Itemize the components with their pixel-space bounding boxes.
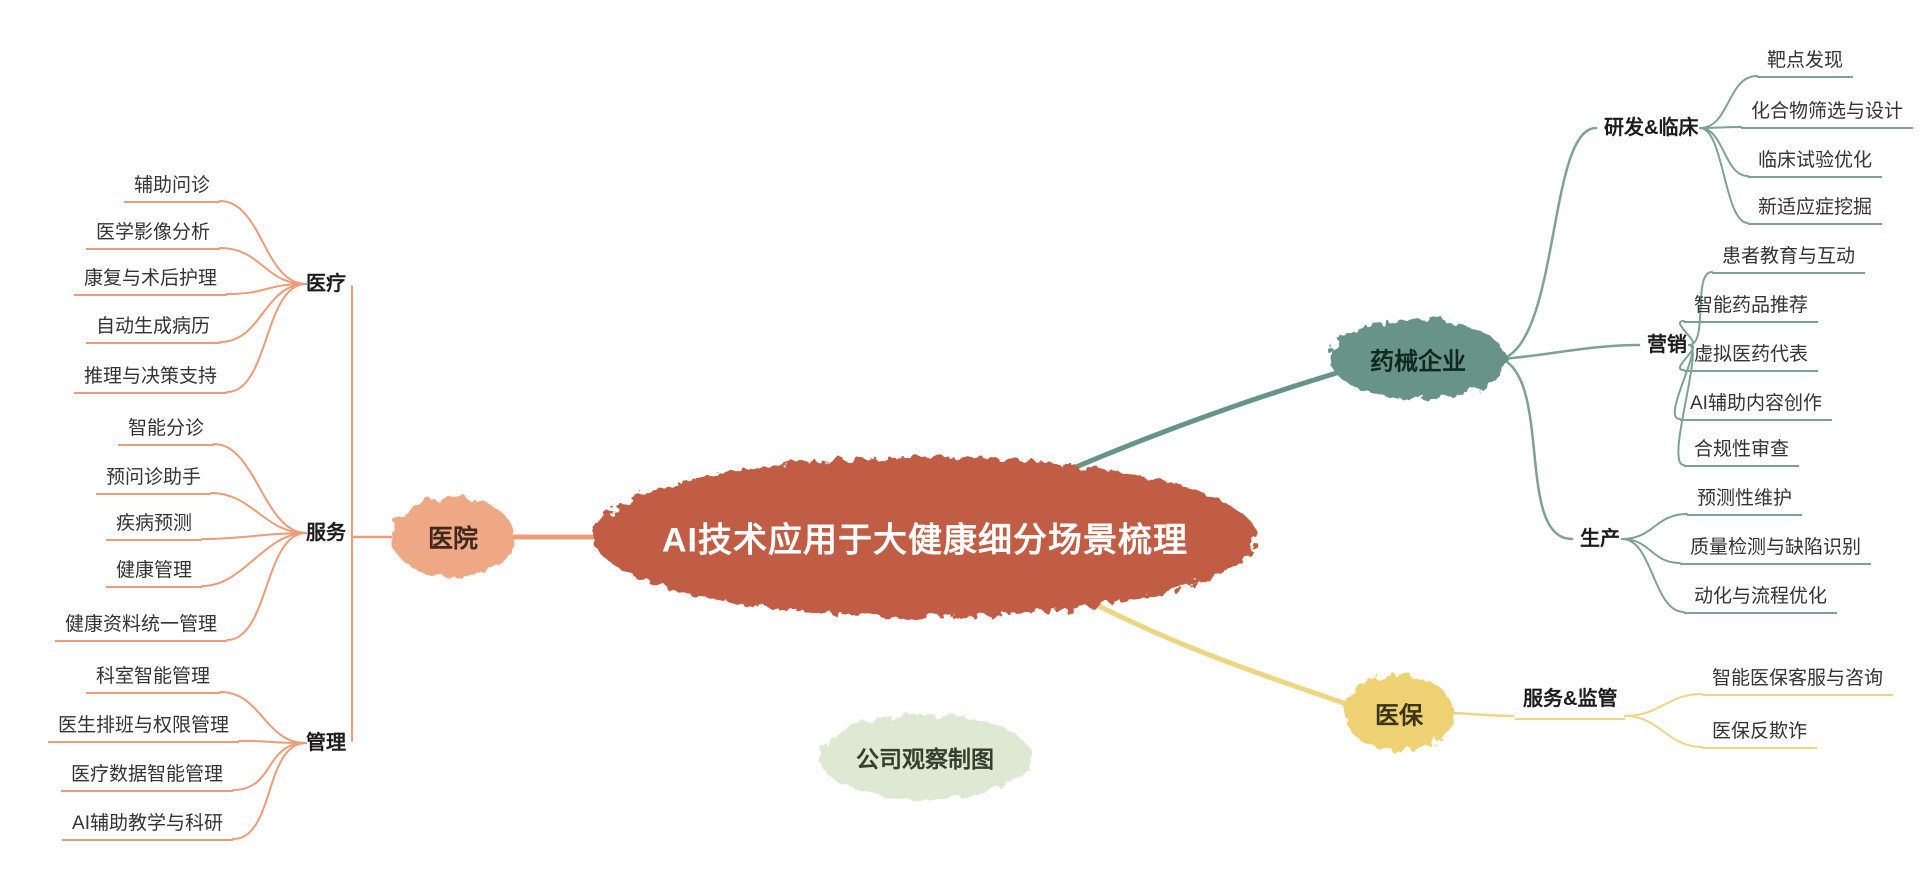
- topic-item: AI辅助内容创作: [1680, 392, 1832, 421]
- central-topic-title: AI技术应用于大健康细分场景梳理: [662, 521, 1188, 560]
- topic-item: 患者教育与互动: [1712, 245, 1866, 274]
- topic-item: 推理与决策支持: [73, 365, 227, 394]
- group-production-label: 生产: [1580, 528, 1620, 550]
- main-branch-connectors: [507, 369, 1355, 709]
- branch-hospital-label: 医院: [427, 525, 479, 553]
- topic-item: 智能药品推荐: [1684, 294, 1819, 323]
- topic-item: 健康管理: [105, 559, 202, 588]
- topic-item: 预测性维护: [1687, 487, 1803, 516]
- topic-item: 虚拟医药代表: [1684, 343, 1819, 372]
- topic-item: 智能医保客服与咨询: [1702, 667, 1894, 696]
- topic-item: 自动生成病历: [85, 315, 220, 344]
- group-marketing-label: 营销: [1647, 334, 1687, 356]
- group-service-label: 服务: [306, 522, 346, 544]
- branch-pharma-label: 药械企业: [1370, 348, 1466, 376]
- pharma-node-blob: [1330, 319, 1506, 399]
- topic-item: 医保反欺诈: [1702, 720, 1818, 749]
- insurance-branch-wires: [1450, 693, 1703, 748]
- topic-item: 化合物筛选与设计: [1741, 100, 1914, 129]
- topic-item: 智能分诊: [117, 417, 214, 446]
- watermark-blob: [819, 714, 1031, 800]
- topic-item: 合规性审查: [1684, 438, 1800, 467]
- topic-item: 辅助问诊: [123, 174, 220, 203]
- pharma-branch-wires: [1500, 75, 1758, 613]
- topic-item: 医学影像分析: [85, 221, 220, 250]
- topic-item: AI辅助教学与科研: [62, 812, 233, 841]
- group-service-regulation-label: 服务&监管: [1515, 685, 1626, 720]
- central-topic-blob: [593, 457, 1257, 617]
- watermark-label: 公司观察制图: [856, 746, 994, 772]
- group-management-label: 管理: [306, 732, 346, 754]
- topic-item: 临床试验优化: [1748, 149, 1883, 178]
- topic-item: 质量检测与缺陷识别: [1680, 536, 1872, 565]
- branch-insurance-label: 医保: [1375, 702, 1423, 730]
- topic-item: 疾病预测: [105, 512, 202, 541]
- topic-item: 动化与流程优化: [1684, 585, 1838, 614]
- topic-item: 预问诊助手: [95, 466, 211, 495]
- group-rnd-clinical-label: 研发&临床: [1604, 117, 1699, 139]
- topic-item: 康复与术后护理: [73, 267, 227, 296]
- topic-item: 科室智能管理: [85, 665, 220, 694]
- topic-item: 医生排班与权限管理: [47, 714, 239, 743]
- topic-item: 新适应症挖掘: [1748, 196, 1883, 225]
- topic-item: 靶点发现: [1757, 49, 1854, 78]
- topic-item: 健康资料统一管理: [54, 613, 227, 642]
- hospital-node-blob: [391, 497, 515, 577]
- hospital-branch-wires: [201, 200, 393, 840]
- topic-item: 医疗数据智能管理: [60, 763, 233, 792]
- insurance-node-blob: [1344, 675, 1454, 751]
- group-medical-label: 医疗: [306, 273, 346, 295]
